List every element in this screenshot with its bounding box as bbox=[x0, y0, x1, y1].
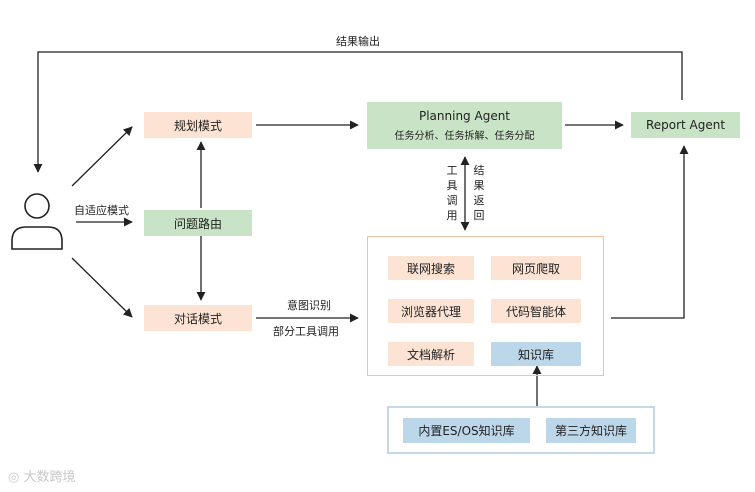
web-search-node: 联网搜索 bbox=[388, 256, 474, 280]
planning-agent-title: Planning Agent bbox=[418, 109, 511, 123]
kb-sources-container bbox=[387, 406, 655, 454]
user-icon bbox=[11, 193, 63, 250]
planning-agent-subtitle: 任务分析、任务拆解、任务分配 bbox=[394, 131, 535, 142]
tools-to-report-arrow bbox=[611, 145, 689, 319]
partial-tools-label: 部分工具调用 bbox=[273, 325, 339, 338]
planning-mode-node: 规划模式 bbox=[144, 112, 252, 138]
intent-recognition-label: 意图识别 bbox=[287, 299, 331, 312]
web-crawl-node: 网页爬取 bbox=[491, 256, 581, 280]
tool-call-label: 工具调用 bbox=[446, 164, 458, 222]
user-to-planning-arrow bbox=[71, 126, 133, 187]
user-to-chat-arrow bbox=[71, 257, 133, 318]
document-parsing-node: 文档解析 bbox=[388, 342, 474, 366]
tools-container bbox=[367, 236, 604, 376]
code-agent-node: 代码智能体 bbox=[491, 299, 581, 323]
question-routing-node: 问题路由 bbox=[144, 210, 252, 236]
report-agent-node: Report Agent bbox=[631, 112, 740, 138]
result-output-loop-arrow bbox=[33, 51, 683, 173]
adaptive-mode-label: 自适应模式 bbox=[74, 204, 129, 217]
knowledge-base-node: 知识库 bbox=[491, 342, 581, 366]
planning-agent-node: Planning Agent 任务分析、任务拆解、任务分配 bbox=[367, 102, 562, 149]
chat-mode-node: 对话模式 bbox=[144, 305, 252, 331]
watermark-logo-icon: ◎ bbox=[8, 470, 20, 485]
browser-agent-node: 浏览器代理 bbox=[388, 299, 474, 323]
result-output-label: 结果输出 bbox=[336, 35, 380, 48]
third-party-kb-node: 第三方知识库 bbox=[546, 418, 636, 443]
builtin-es-os-kb-node: 内置ES/OS知识库 bbox=[403, 418, 530, 443]
watermark-logo: ◎ 大数跨境 bbox=[8, 466, 76, 485]
result-return-label: 结果返回 bbox=[473, 164, 485, 222]
watermark-text: 大数跨境 bbox=[23, 470, 76, 485]
